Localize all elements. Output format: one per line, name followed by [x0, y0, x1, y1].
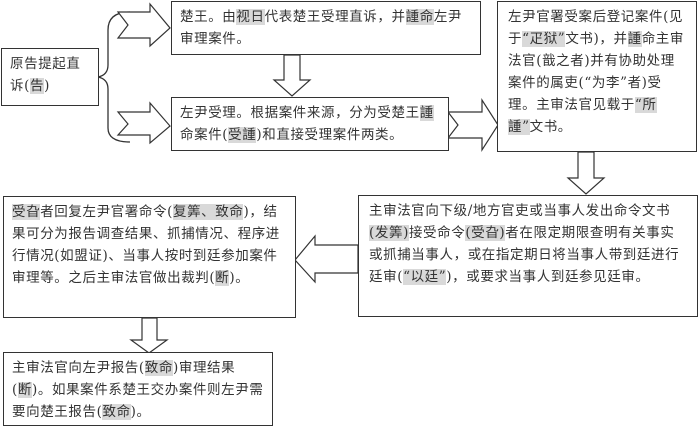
node-text: 主审法官向下级/地方官吏或当事人发出命令文书 [369, 203, 671, 219]
node-text: 左尹官署受案后登记案件(见于 [508, 9, 684, 47]
node-text: 文书)，并 [565, 31, 628, 47]
node-text: 左尹审理案件。 [180, 9, 463, 47]
node-text: 代表楚王受理直诉，并 [264, 9, 406, 25]
node-register: 左尹官署受案后登记案件(见于“疋狱”文书)，并諥命主审法官(戠之者)并有协助处理… [497, 1, 697, 152]
node-text: )审理结果( [12, 360, 236, 398]
node-text: )，结果可分为报告调查结果、抓捕情况、程序进行情况(如盟证)、当事人按时到廷参加… [12, 204, 280, 286]
highlighted-term: 致命 [102, 404, 131, 420]
node-text: 主审法官向左尹报告( [12, 360, 145, 376]
node-text: 者回复左尹官署命令( [40, 204, 173, 220]
highlighted-term: 受旮 [12, 204, 41, 220]
node-text: )和直接受理案件两类。 [256, 127, 404, 143]
node-text: )。 [229, 270, 250, 286]
highlighted-term: 諥命 [405, 9, 434, 25]
highlighted-term: 諥 [419, 105, 434, 121]
node-text: 原告提起直诉 [10, 56, 81, 94]
highlighted-term: “疋狱” [522, 31, 566, 47]
highlighted-term: 受諥 [228, 127, 257, 143]
arrow-command-to-reply [294, 234, 359, 284]
node-report: 主审法官向左尹报告(致命)审理结果(断)。如果案件系楚王交办案件则左尹需要向楚王… [3, 352, 273, 426]
highlighted-term: (受旮) [465, 225, 506, 241]
node-command: 主审法官向下级/地方官吏或当事人发出命令文书 (发筭)接受命令(受旮)者在限定期限… [358, 195, 698, 317]
highlighted-term: 断 [215, 270, 230, 286]
arrow-register-to-command [566, 151, 606, 195]
highlighted-term: 断 [17, 382, 32, 398]
node-text: 接受命令 [408, 225, 466, 241]
highlighted-term: 諥 [627, 31, 642, 47]
node-reply: 受旮者回复左尹官署命令(复筭、致命)，结果可分为报告调查结果、抓捕情况、程序进行… [3, 196, 296, 318]
node-text: )。如果案件系楚王交办案件则左尹需要向楚王报告( [12, 382, 264, 420]
node-king: 楚王。由视日代表楚王受理直诉，并諥命左尹审理案件。 [171, 1, 481, 55]
arrow-reply-to-report [129, 317, 169, 354]
node-text: 文书。 [529, 119, 572, 135]
node-text: 左尹受理。根据案件来源，分为受楚王 [180, 105, 420, 121]
node-zuoyin: 左尹受理。根据案件来源，分为受楚王諥命案件(受諥)和直接受理案件两类。 [171, 97, 449, 151]
highlighted-term: (发筭) [369, 225, 409, 241]
highlighted-term: “以廷” [403, 269, 447, 285]
highlighted-term: 致命 [144, 360, 173, 376]
node-text: 者在限定期限查明有关事实或抓捕当事人，或在指定期日将当事人带到廷进行廷审( [369, 225, 680, 285]
arrow-zuoyin-to-register [446, 97, 499, 153]
node-text: ( [24, 78, 30, 94]
highlighted-term: 视日 [236, 9, 265, 25]
highlighted-term: 告 [29, 78, 45, 94]
arrow-king-to-zuoyin [272, 54, 312, 97]
node-text: ) [44, 78, 50, 94]
node-text: 命主审法官(戠之者)并有协助处理案件的属吏(“为李”者)受理。主审法官见载于 [508, 31, 685, 113]
node-text: 楚王。由 [180, 9, 237, 25]
highlighted-term: 复筭、致命 [172, 204, 244, 220]
node-plaintiff: 原告提起直诉(告) [1, 48, 99, 106]
node-text: )，或要求当事人到廷参见廷审。 [446, 269, 650, 285]
arrow-to-zuoyin [116, 101, 171, 145]
node-text: )。 [130, 404, 151, 420]
arrow-to-king [116, 2, 171, 48]
node-text: 命案件( [180, 127, 229, 143]
